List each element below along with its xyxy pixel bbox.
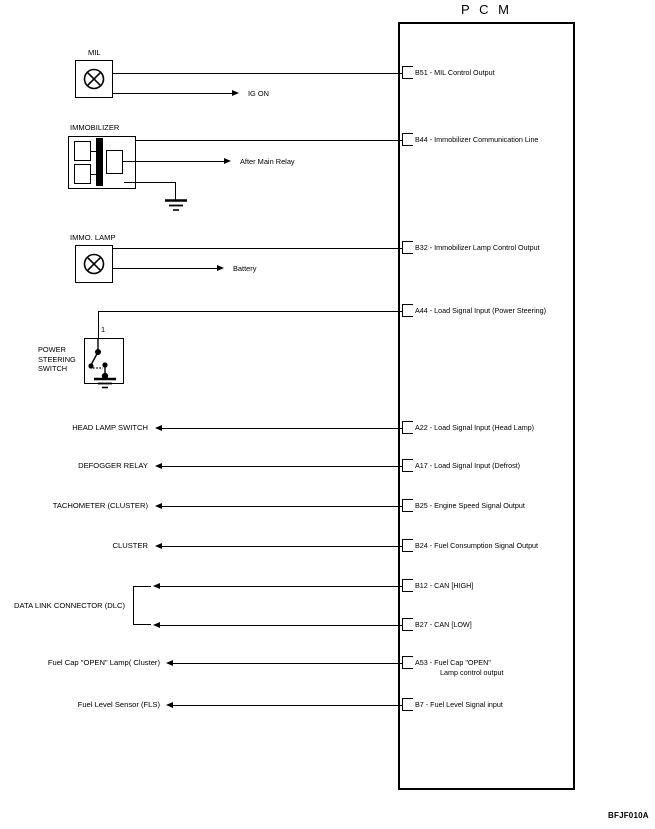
wire-immo-lamp-to-battery — [113, 268, 217, 269]
power-steering-switch-label: POWER STEERING SWITCH — [38, 345, 76, 374]
pin-label-b51: B51 - MIL Control Output — [415, 68, 495, 77]
arrow-battery — [217, 264, 224, 271]
power-steering-label-line1: POWER — [38, 345, 66, 354]
pin-terminal-b7 — [402, 698, 413, 711]
wire-dlc-to-b27 — [159, 625, 402, 626]
immobilizer-stub-lower — [91, 174, 97, 175]
wire-immo-lamp-to-b32 — [113, 248, 402, 249]
label-data-link-connector: DATA LINK CONNECTOR (DLC) — [14, 601, 125, 610]
wire-cluster-to-b24 — [161, 546, 402, 547]
wire-mil-to-b51 — [113, 73, 402, 74]
pin-terminal-b44 — [402, 133, 413, 146]
mil-label: MIL — [88, 48, 101, 57]
label-defogger-relay: DEFOGGER RELAY — [78, 461, 148, 470]
pin-label-b25: B25 - Engine Speed Signal Output — [415, 501, 525, 510]
pin-label-a17: A17 - Load Signal Input (Defrost) — [415, 461, 521, 470]
pin-terminal-b12 — [402, 579, 413, 592]
arrow-dlc-can-high — [153, 582, 160, 589]
label-tachometer-cluster: TACHOMETER (CLUSTER) — [52, 501, 148, 510]
wire-defogger-relay-to-a17 — [161, 466, 402, 467]
arrow-defogger-relay — [155, 462, 162, 469]
label-cluster: CLUSTER — [112, 541, 148, 550]
pin-terminal-a53 — [402, 656, 413, 669]
wire-immobilizer-to-b44 — [136, 140, 402, 141]
power-steering-label-line3: SWITCH — [38, 364, 68, 373]
pin-label-a53: A53 - Fuel Cap "OPEN" — [415, 658, 491, 667]
wire-tachometer-to-b25 — [161, 506, 402, 507]
pin-terminal-b32 — [402, 241, 413, 254]
ground-symbol-power-steering — [93, 377, 117, 391]
pin-label-b32: B32 - Immobilizer Lamp Control Output — [415, 243, 540, 252]
wire-immobilizer-to-relay — [123, 161, 224, 162]
pin-label-b12: B12 - CAN [HIGH] — [415, 581, 474, 590]
pcm-title: P C M — [461, 2, 512, 17]
pin-label-b44: B44 - Immobilizer Communication Line — [415, 135, 539, 144]
label-fuel-cap-open-lamp: Fuel Cap "OPEN" Lamp( Cluster) — [47, 658, 160, 667]
destination-after-main-relay: After Main Relay — [240, 157, 295, 166]
arrow-fuel-cap-open-lamp — [166, 659, 173, 666]
pin-terminal-a44 — [402, 304, 413, 317]
pin-terminal-b25 — [402, 499, 413, 512]
arrow-after-main-relay — [224, 157, 231, 164]
arrow-head-lamp-switch — [155, 424, 162, 431]
pin-label-a53-line2: Lamp control output — [440, 668, 504, 677]
immobilizer-contact-lower-left — [74, 164, 91, 184]
mil-lamp-icon — [82, 67, 106, 91]
pin-label-b27: B27 - CAN [LOW] — [415, 620, 472, 629]
wire-power-steering-to-a44 — [98, 311, 402, 312]
pcm-module-box — [398, 22, 575, 790]
pin-terminal-b51 — [402, 66, 413, 79]
pin-label-b24: B24 - Fuel Consumption Signal Output — [415, 541, 539, 550]
label-fuel-level-sensor: Fuel Level Sensor (FLS) — [77, 700, 160, 709]
pin-terminal-a17 — [402, 459, 413, 472]
wire-fuel-level-sensor-to-b7 — [172, 705, 402, 706]
wire-head-lamp-switch-to-a22 — [161, 428, 402, 429]
power-steering-label-line2: STEERING — [38, 354, 76, 364]
arrow-dlc-can-low — [153, 621, 160, 628]
destination-battery: Battery — [233, 264, 257, 273]
arrow-tachometer-cluster — [155, 502, 162, 509]
pin-label-a44: A44 - Load Signal Input (Power Steering) — [415, 306, 547, 315]
ground-symbol-immobilizer — [163, 198, 189, 214]
arrow-ig-on — [232, 89, 239, 96]
power-steering-pin-number: 1 — [101, 325, 106, 334]
pin-label-a22: A22 - Load Signal Input (Head Lamp) — [415, 423, 535, 432]
pin-terminal-b24 — [402, 539, 413, 552]
immobilizer-contact-upper-left — [74, 141, 91, 161]
document-code: BFJF010A — [608, 811, 649, 820]
wire-immobilizer-to-ground — [124, 182, 175, 183]
pin-label-b7: B7 - Fuel Level Signal input — [415, 700, 503, 709]
wire-power-steering-vertical — [98, 311, 99, 338]
arrow-fuel-level-sensor — [166, 701, 173, 708]
immo-lamp-icon — [82, 252, 106, 276]
dlc-bracket — [133, 586, 151, 625]
label-head-lamp-switch: HEAD LAMP SWITCH — [72, 423, 148, 432]
arrow-cluster — [155, 542, 162, 549]
destination-ig-on: IG ON — [248, 89, 269, 98]
wire-mil-to-ig-on — [113, 93, 232, 94]
wire-dlc-to-b12 — [159, 586, 402, 587]
immobilizer-contact-right — [106, 150, 123, 174]
immobilizer-label: IMMOBILIZER — [70, 123, 120, 132]
pin-terminal-b27 — [402, 618, 413, 631]
pin-terminal-a22 — [402, 421, 413, 434]
immobilizer-divider-bar — [96, 138, 103, 186]
wire-fuel-cap-to-a53 — [172, 663, 402, 664]
immobilizer-stub-upper — [91, 151, 97, 152]
wire-ground-vertical — [175, 182, 176, 200]
immo-lamp-label: IMMO. LAMP — [70, 233, 116, 242]
power-steering-switch-symbol — [84, 338, 124, 384]
